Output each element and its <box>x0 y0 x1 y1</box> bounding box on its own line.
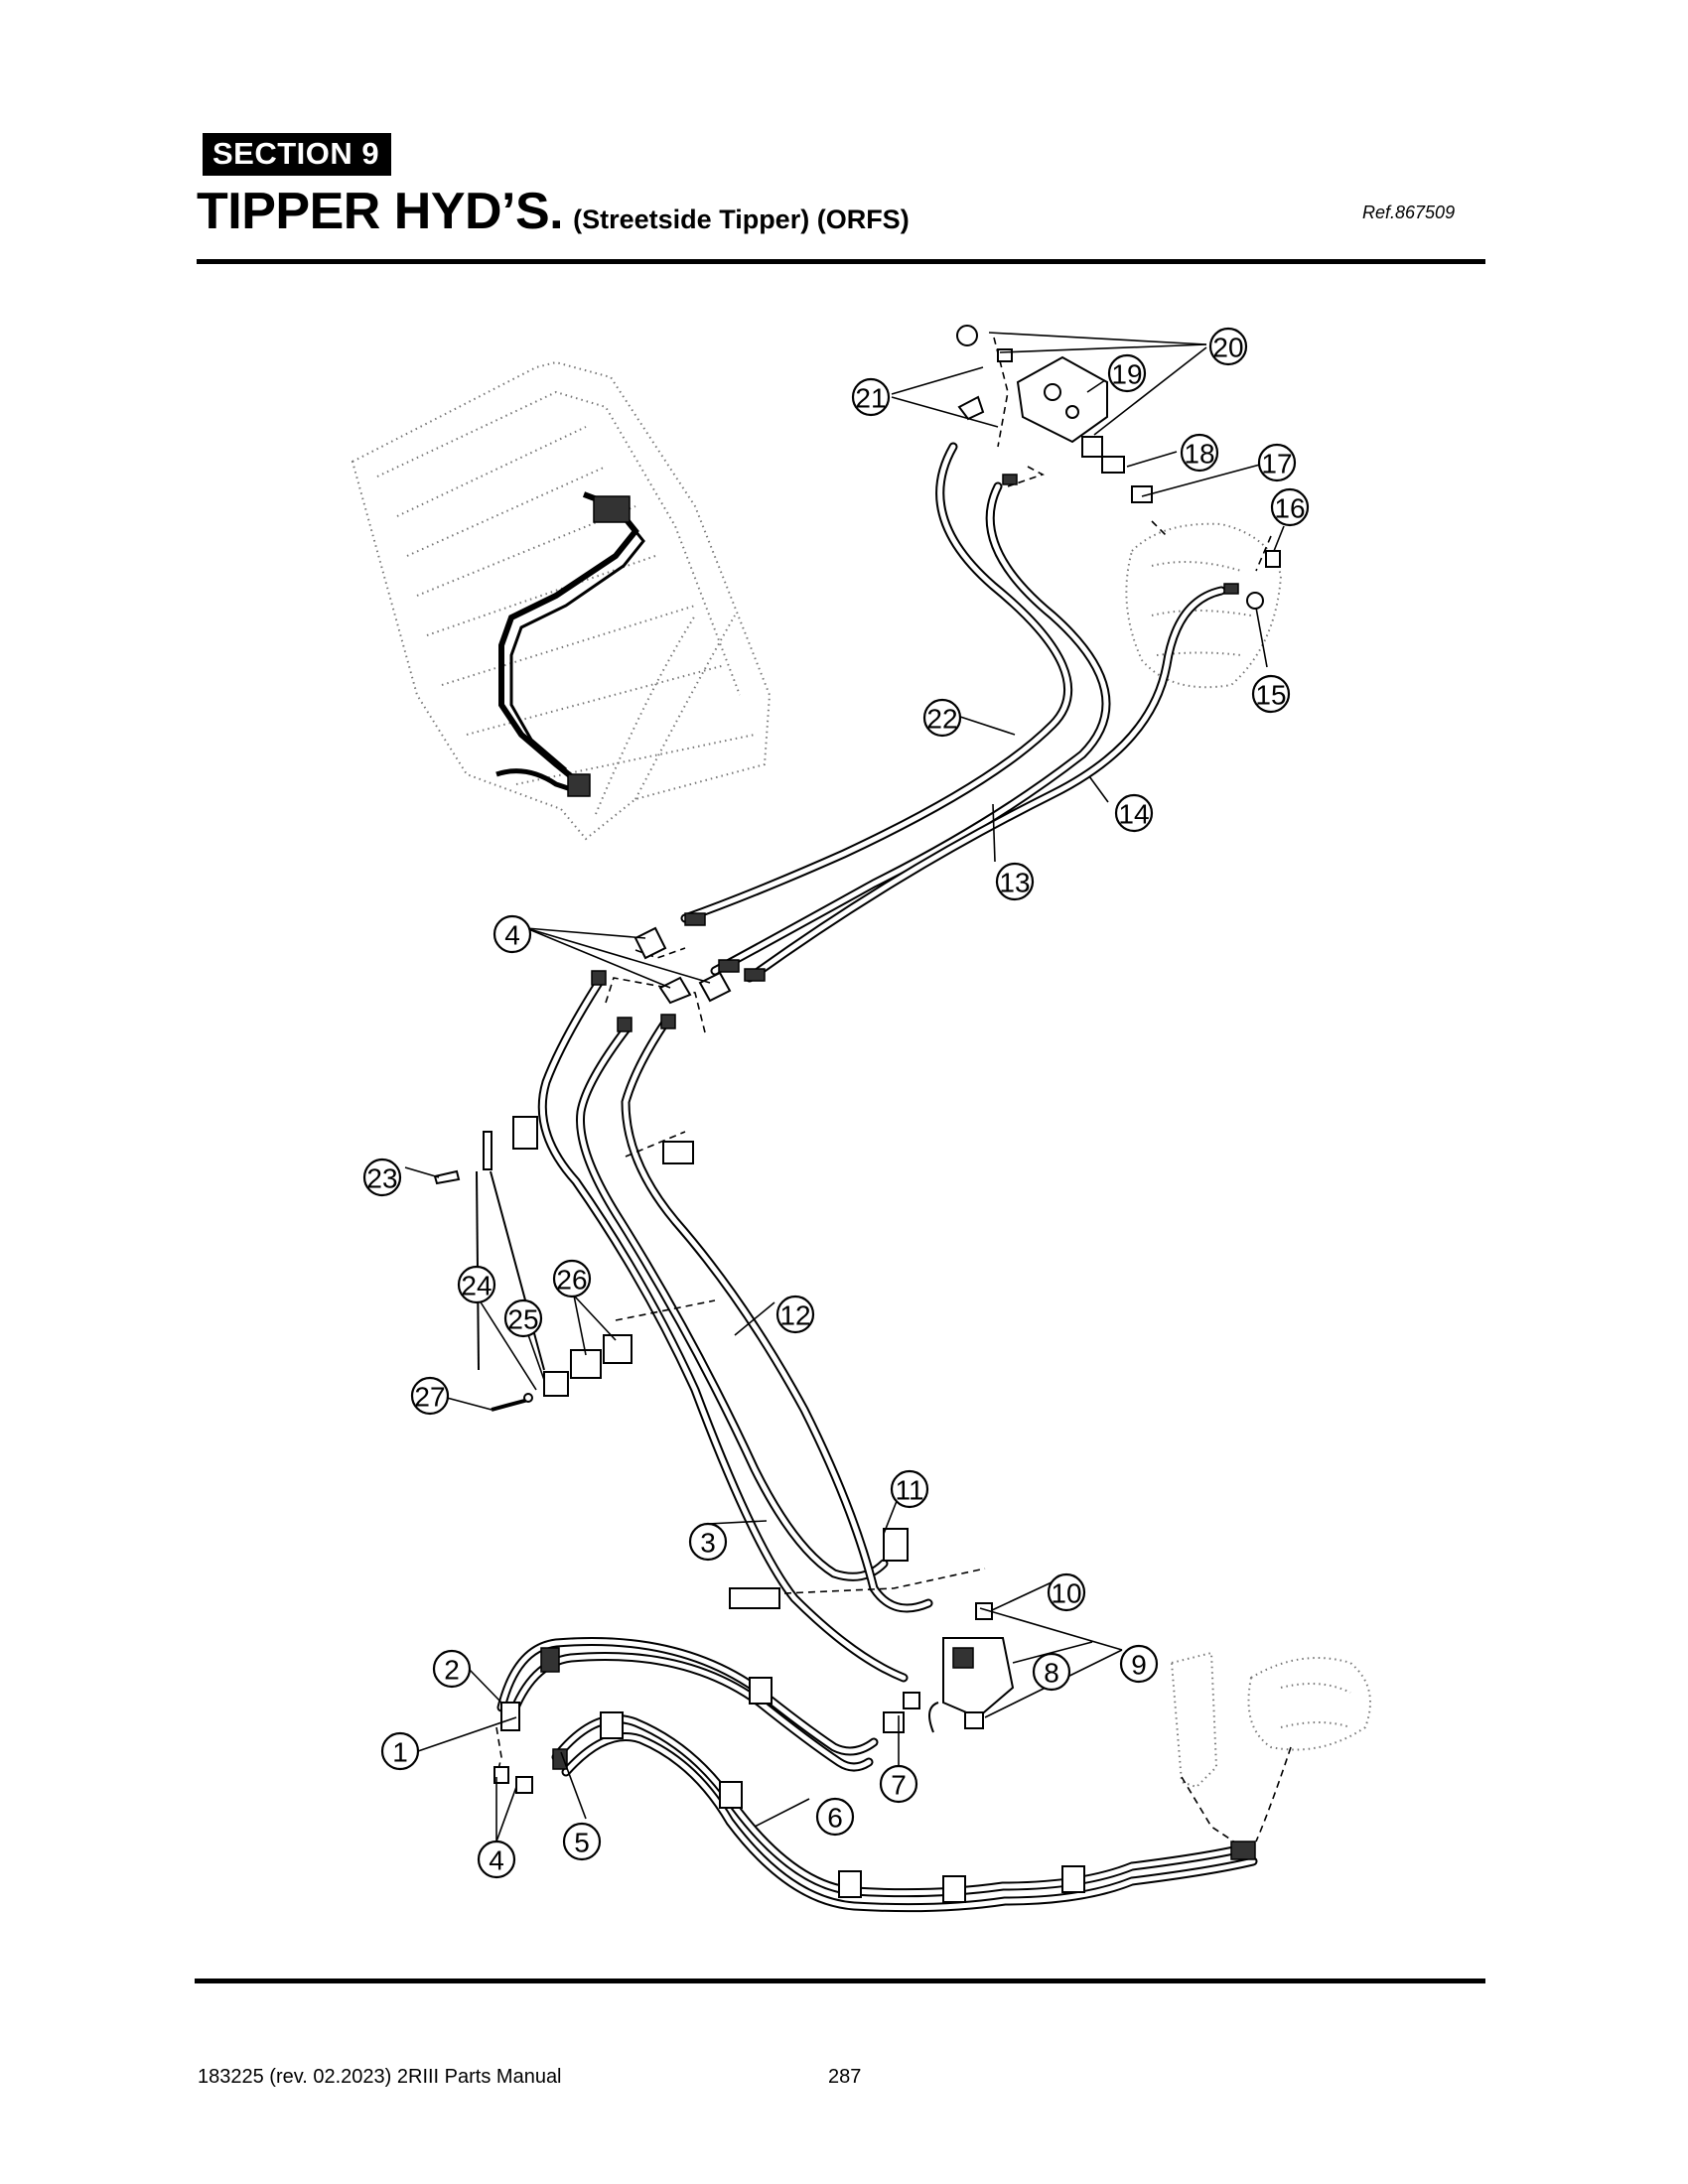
callout-24: 24 <box>457 1265 496 1304</box>
callout-27: 27 <box>410 1376 450 1416</box>
reference-number: Ref.867509 <box>1362 203 1456 222</box>
callout-4-bottom: 4 <box>477 1840 516 1879</box>
dash-line-12 <box>615 1299 716 1321</box>
section-badge: SECTION 9 <box>203 133 392 176</box>
hose-12 <box>576 1023 889 1581</box>
svg-text:9: 9 <box>1131 1650 1147 1681</box>
callout-20: 20 <box>1208 327 1248 366</box>
callout-21: 21 <box>851 377 891 417</box>
svg-text:23: 23 <box>366 1163 397 1194</box>
svg-text:21: 21 <box>855 383 886 414</box>
dash-line-cyl-1 <box>1181 1776 1242 1847</box>
callout-11: 11 <box>890 1469 929 1509</box>
callout-17: 17 <box>1257 443 1297 482</box>
svg-text:25: 25 <box>507 1304 538 1335</box>
hose-6 <box>551 1714 1258 1913</box>
hose-3 <box>537 978 909 1683</box>
callout-9: 9 <box>1119 1644 1159 1684</box>
hose-14 <box>745 586 1226 983</box>
svg-text:10: 10 <box>1051 1578 1081 1609</box>
callout-26: 26 <box>552 1259 592 1298</box>
hose-11 <box>621 1018 933 1613</box>
dash-line-10 <box>783 1568 986 1594</box>
svg-text:27: 27 <box>414 1382 445 1413</box>
svg-text:15: 15 <box>1255 680 1286 711</box>
callout-4-top: 4 <box>492 914 532 954</box>
callout-5: 5 <box>562 1822 602 1861</box>
page-title: TIPPER HYD’S. (Streetside Tipper) (ORFS) <box>197 182 910 241</box>
svg-text:17: 17 <box>1261 449 1292 479</box>
dash-line-4-bottom <box>495 1726 502 1778</box>
callout-7: 7 <box>879 1764 918 1804</box>
title-subtitle: (Streetside Tipper) (ORFS) <box>573 205 910 234</box>
callout-22: 22 <box>922 698 962 738</box>
svg-text:1: 1 <box>392 1737 408 1768</box>
svg-text:2: 2 <box>444 1655 460 1686</box>
svg-text:6: 6 <box>827 1803 843 1834</box>
svg-text:4: 4 <box>489 1845 504 1876</box>
callout-1: 1 <box>380 1731 420 1771</box>
cylinder-sketch <box>1170 1651 1371 1789</box>
svg-text:3: 3 <box>700 1528 716 1559</box>
pump-sketch <box>1125 522 1283 689</box>
callout-8: 8 <box>1032 1652 1071 1692</box>
hose-22 <box>680 442 1073 923</box>
dash-line-clamp <box>625 1131 686 1158</box>
svg-text:18: 18 <box>1184 439 1214 470</box>
svg-text:14: 14 <box>1118 799 1149 830</box>
callout-16: 16 <box>1270 487 1310 527</box>
callout-14: 14 <box>1114 793 1154 833</box>
dash-line-cyl-2 <box>1255 1746 1292 1843</box>
svg-text:7: 7 <box>891 1770 907 1801</box>
svg-text:22: 22 <box>926 704 957 735</box>
inset-overview-sketch <box>351 360 772 841</box>
svg-text:26: 26 <box>556 1265 587 1296</box>
svg-text:11: 11 <box>895 1475 923 1506</box>
callout-18: 18 <box>1180 433 1219 473</box>
callout-12: 12 <box>775 1295 815 1334</box>
svg-text:13: 13 <box>999 868 1030 898</box>
callout-13: 13 <box>995 862 1035 901</box>
svg-text:19: 19 <box>1111 359 1142 390</box>
svg-text:5: 5 <box>574 1828 590 1858</box>
title-main: TIPPER HYD’S. <box>197 183 564 240</box>
footer-page-number: 287 <box>828 2066 862 2088</box>
svg-text:12: 12 <box>779 1300 810 1331</box>
callout-25: 25 <box>503 1298 543 1338</box>
fittings <box>433 325 1281 1903</box>
hose-13 <box>710 481 1111 976</box>
svg-text:24: 24 <box>461 1271 492 1301</box>
callout-2: 2 <box>432 1649 472 1689</box>
leader-lines <box>404 332 1285 1843</box>
dash-line-4-mid <box>605 977 706 1033</box>
svg-text:16: 16 <box>1274 493 1305 524</box>
dash-line-manifold <box>1007 466 1045 487</box>
svg-text:20: 20 <box>1212 333 1243 363</box>
svg-text:8: 8 <box>1044 1658 1059 1689</box>
callout-15: 15 <box>1251 674 1291 714</box>
svg-text:4: 4 <box>504 920 520 951</box>
dash-line-17 <box>1151 520 1168 537</box>
callout-10: 10 <box>1047 1572 1086 1612</box>
callout-19: 19 <box>1107 353 1147 393</box>
callout-6: 6 <box>815 1797 855 1837</box>
callout-23: 23 <box>362 1158 402 1197</box>
header-rule <box>197 259 1485 264</box>
footer-manual-info: 183225 (rev. 02.2023) 2RIII Parts Manual <box>198 2066 562 2088</box>
footer-rule <box>195 1979 1485 1983</box>
callout-3: 3 <box>688 1522 728 1562</box>
dash-line-16 <box>1255 535 1272 572</box>
